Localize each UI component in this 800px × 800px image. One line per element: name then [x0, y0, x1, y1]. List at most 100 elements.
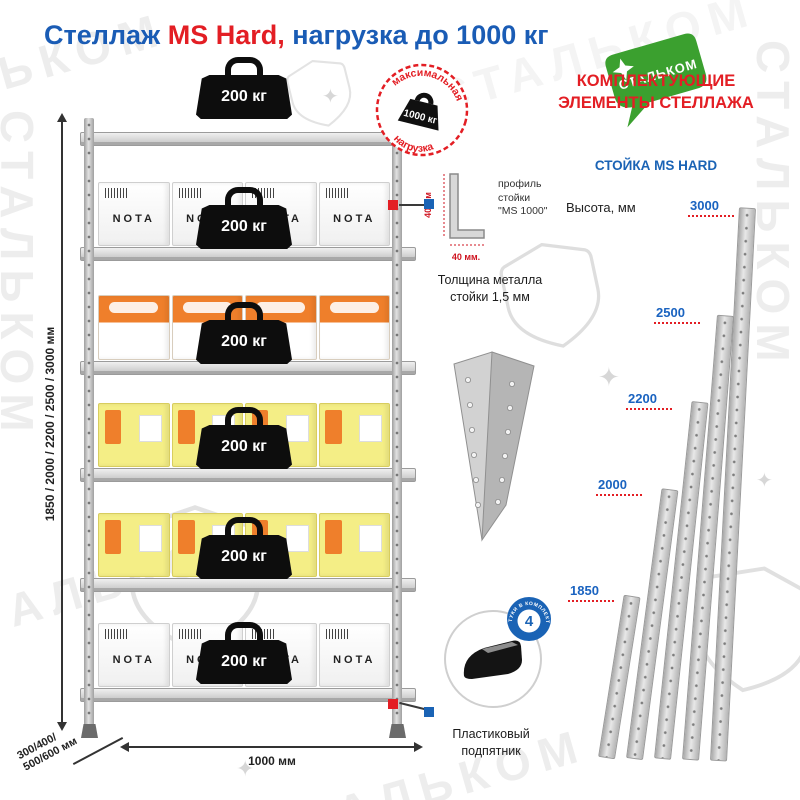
product-box: NOTA	[98, 182, 170, 246]
barcode-icon	[105, 188, 127, 198]
weight-handle-icon	[225, 187, 263, 209]
width-dimension-label: 1000 мм	[248, 754, 296, 768]
box-brand-label: NOTA	[112, 213, 155, 225]
plastic-foot-illustration	[463, 640, 522, 679]
shelf-load-badge: 200 кг	[196, 407, 292, 469]
foot-circle-frame	[444, 610, 542, 708]
product-box	[98, 513, 170, 577]
post-height-label: 2000	[598, 477, 627, 492]
arrow-up-icon	[57, 113, 67, 122]
callout-marker-red	[388, 200, 398, 210]
page-title: Стеллаж MS Hard, нагрузка до 1000 кг	[44, 20, 549, 51]
product-box	[98, 403, 170, 467]
profile-label-line-3: "MS 1000"	[498, 205, 548, 218]
barcode-icon	[252, 188, 274, 198]
product-box	[318, 513, 390, 577]
arrow-left-icon	[120, 742, 129, 752]
profile-dim-horizontal: 40 мм.	[451, 252, 481, 262]
post-height-label: 2200	[628, 391, 657, 406]
weight-handle-icon	[225, 302, 263, 324]
width-dimension-line	[128, 746, 416, 748]
shelf	[80, 578, 416, 592]
thickness-note: Толщина металла стойки 1,5 мм	[438, 272, 542, 306]
shelf	[80, 688, 416, 702]
barcode-icon	[178, 629, 201, 639]
post-height-leader	[654, 322, 700, 324]
sparkle-icon: ✦	[756, 470, 773, 492]
post-height-leader	[568, 600, 614, 602]
quantity-badge: ШТУКИ В КОМПЛЕКТЕ 4	[506, 596, 551, 641]
post-height-label: 1850	[570, 583, 599, 598]
callout-line	[399, 701, 425, 711]
arrow-right-icon	[414, 742, 423, 752]
callout-marker-blue	[424, 707, 434, 717]
stamp-weight-handle-icon	[414, 92, 434, 105]
product-box	[318, 295, 390, 360]
rack-foot	[81, 724, 98, 738]
callout-marker-blue	[424, 199, 434, 209]
upright-profile-diagram	[443, 173, 485, 246]
post-height-leader	[626, 408, 672, 410]
thickness-line-1: Толщина металла	[437, 273, 543, 287]
shelf-load-value: 200 кг	[196, 425, 292, 469]
rack-upright	[84, 118, 94, 726]
foot-label: Пластиковый подпятник	[452, 726, 529, 760]
shelf	[80, 247, 416, 261]
post-height-label: 3000	[690, 198, 719, 213]
rack-foot	[389, 724, 406, 738]
box-brand-label: NOTA	[333, 213, 376, 225]
product-box	[98, 295, 170, 360]
shelf	[80, 468, 416, 482]
box-brand-label: NOTA	[333, 654, 376, 666]
shelf-load-value: 200 кг	[196, 75, 292, 119]
foot-label-line-2: подпятник	[461, 743, 521, 758]
arrow-down-icon	[57, 722, 67, 731]
sparkle-icon: ✦	[322, 86, 339, 108]
product-box	[318, 403, 390, 467]
callout-line	[399, 204, 425, 206]
product-box: NOTA	[318, 182, 390, 246]
components-heading: КОМПЛЕКТУЮЩИЕ ЭЛЕМЕНТЫ СТЕЛЛАЖА	[540, 70, 772, 115]
components-heading-line-2: ЭЛЕМЕНТЫ СТЕЛЛАЖА	[558, 94, 754, 113]
rack-upright	[392, 118, 402, 726]
quantity-badge-number: 4	[525, 613, 534, 630]
title-part-2: MS Hard,	[167, 20, 285, 50]
watermark-shield-icon	[286, 59, 352, 127]
title-part-3: нагрузка до 1000 кг	[284, 20, 549, 50]
thickness-line-2: стойки 1,5 мм	[450, 289, 530, 304]
product-box: NOTA	[98, 623, 170, 687]
title-part-1: Стеллаж	[44, 20, 168, 50]
depth-dimension-label: 300/400/ 500/600 мм	[15, 724, 80, 775]
foot-label-line-1: Пластиковый	[452, 727, 530, 741]
weight-handle-icon	[225, 407, 263, 429]
shelf-load-value: 200 кг	[196, 205, 292, 249]
components-heading-line-1: КОМПЛЕКТУЮЩИЕ	[576, 72, 736, 90]
brand-logo: СТАЛЬКОМ	[605, 33, 707, 128]
shelf-load-badge: 200 кг	[196, 187, 292, 249]
barcode-icon	[325, 188, 348, 198]
stamp-weight-icon	[397, 98, 439, 131]
barcode-icon	[252, 629, 274, 639]
profile-label-line-1: профиль	[498, 178, 542, 190]
depth-dimension-line	[72, 736, 124, 766]
watermark-text: СТАЛЬКОМ	[259, 718, 592, 800]
shelf-load-value: 200 кг	[196, 535, 292, 579]
shelf-load-value: 200 кг	[196, 640, 292, 684]
watermark-shield-icon	[499, 242, 601, 348]
height-dimension-line	[61, 122, 63, 722]
logo-sparkle-icon	[612, 58, 634, 80]
height-units-label: Высота, мм	[566, 200, 636, 215]
weight-handle-icon	[225, 622, 263, 644]
post-height-leader	[596, 494, 642, 496]
barcode-icon	[105, 629, 127, 639]
watermark-text: СТАЛЬКОМ	[0, 110, 43, 441]
barcode-icon	[325, 629, 348, 639]
weight-handle-icon	[225, 57, 263, 79]
post-height-leader	[688, 215, 734, 217]
shelf-load-badge: 200 кг	[196, 622, 292, 684]
shelf-load-badge: 200 кг	[196, 57, 292, 119]
corner-post-illustration	[453, 351, 535, 542]
profile-label: профиль стойки "MS 1000"	[498, 178, 547, 219]
product-box: NOTA	[318, 623, 390, 687]
